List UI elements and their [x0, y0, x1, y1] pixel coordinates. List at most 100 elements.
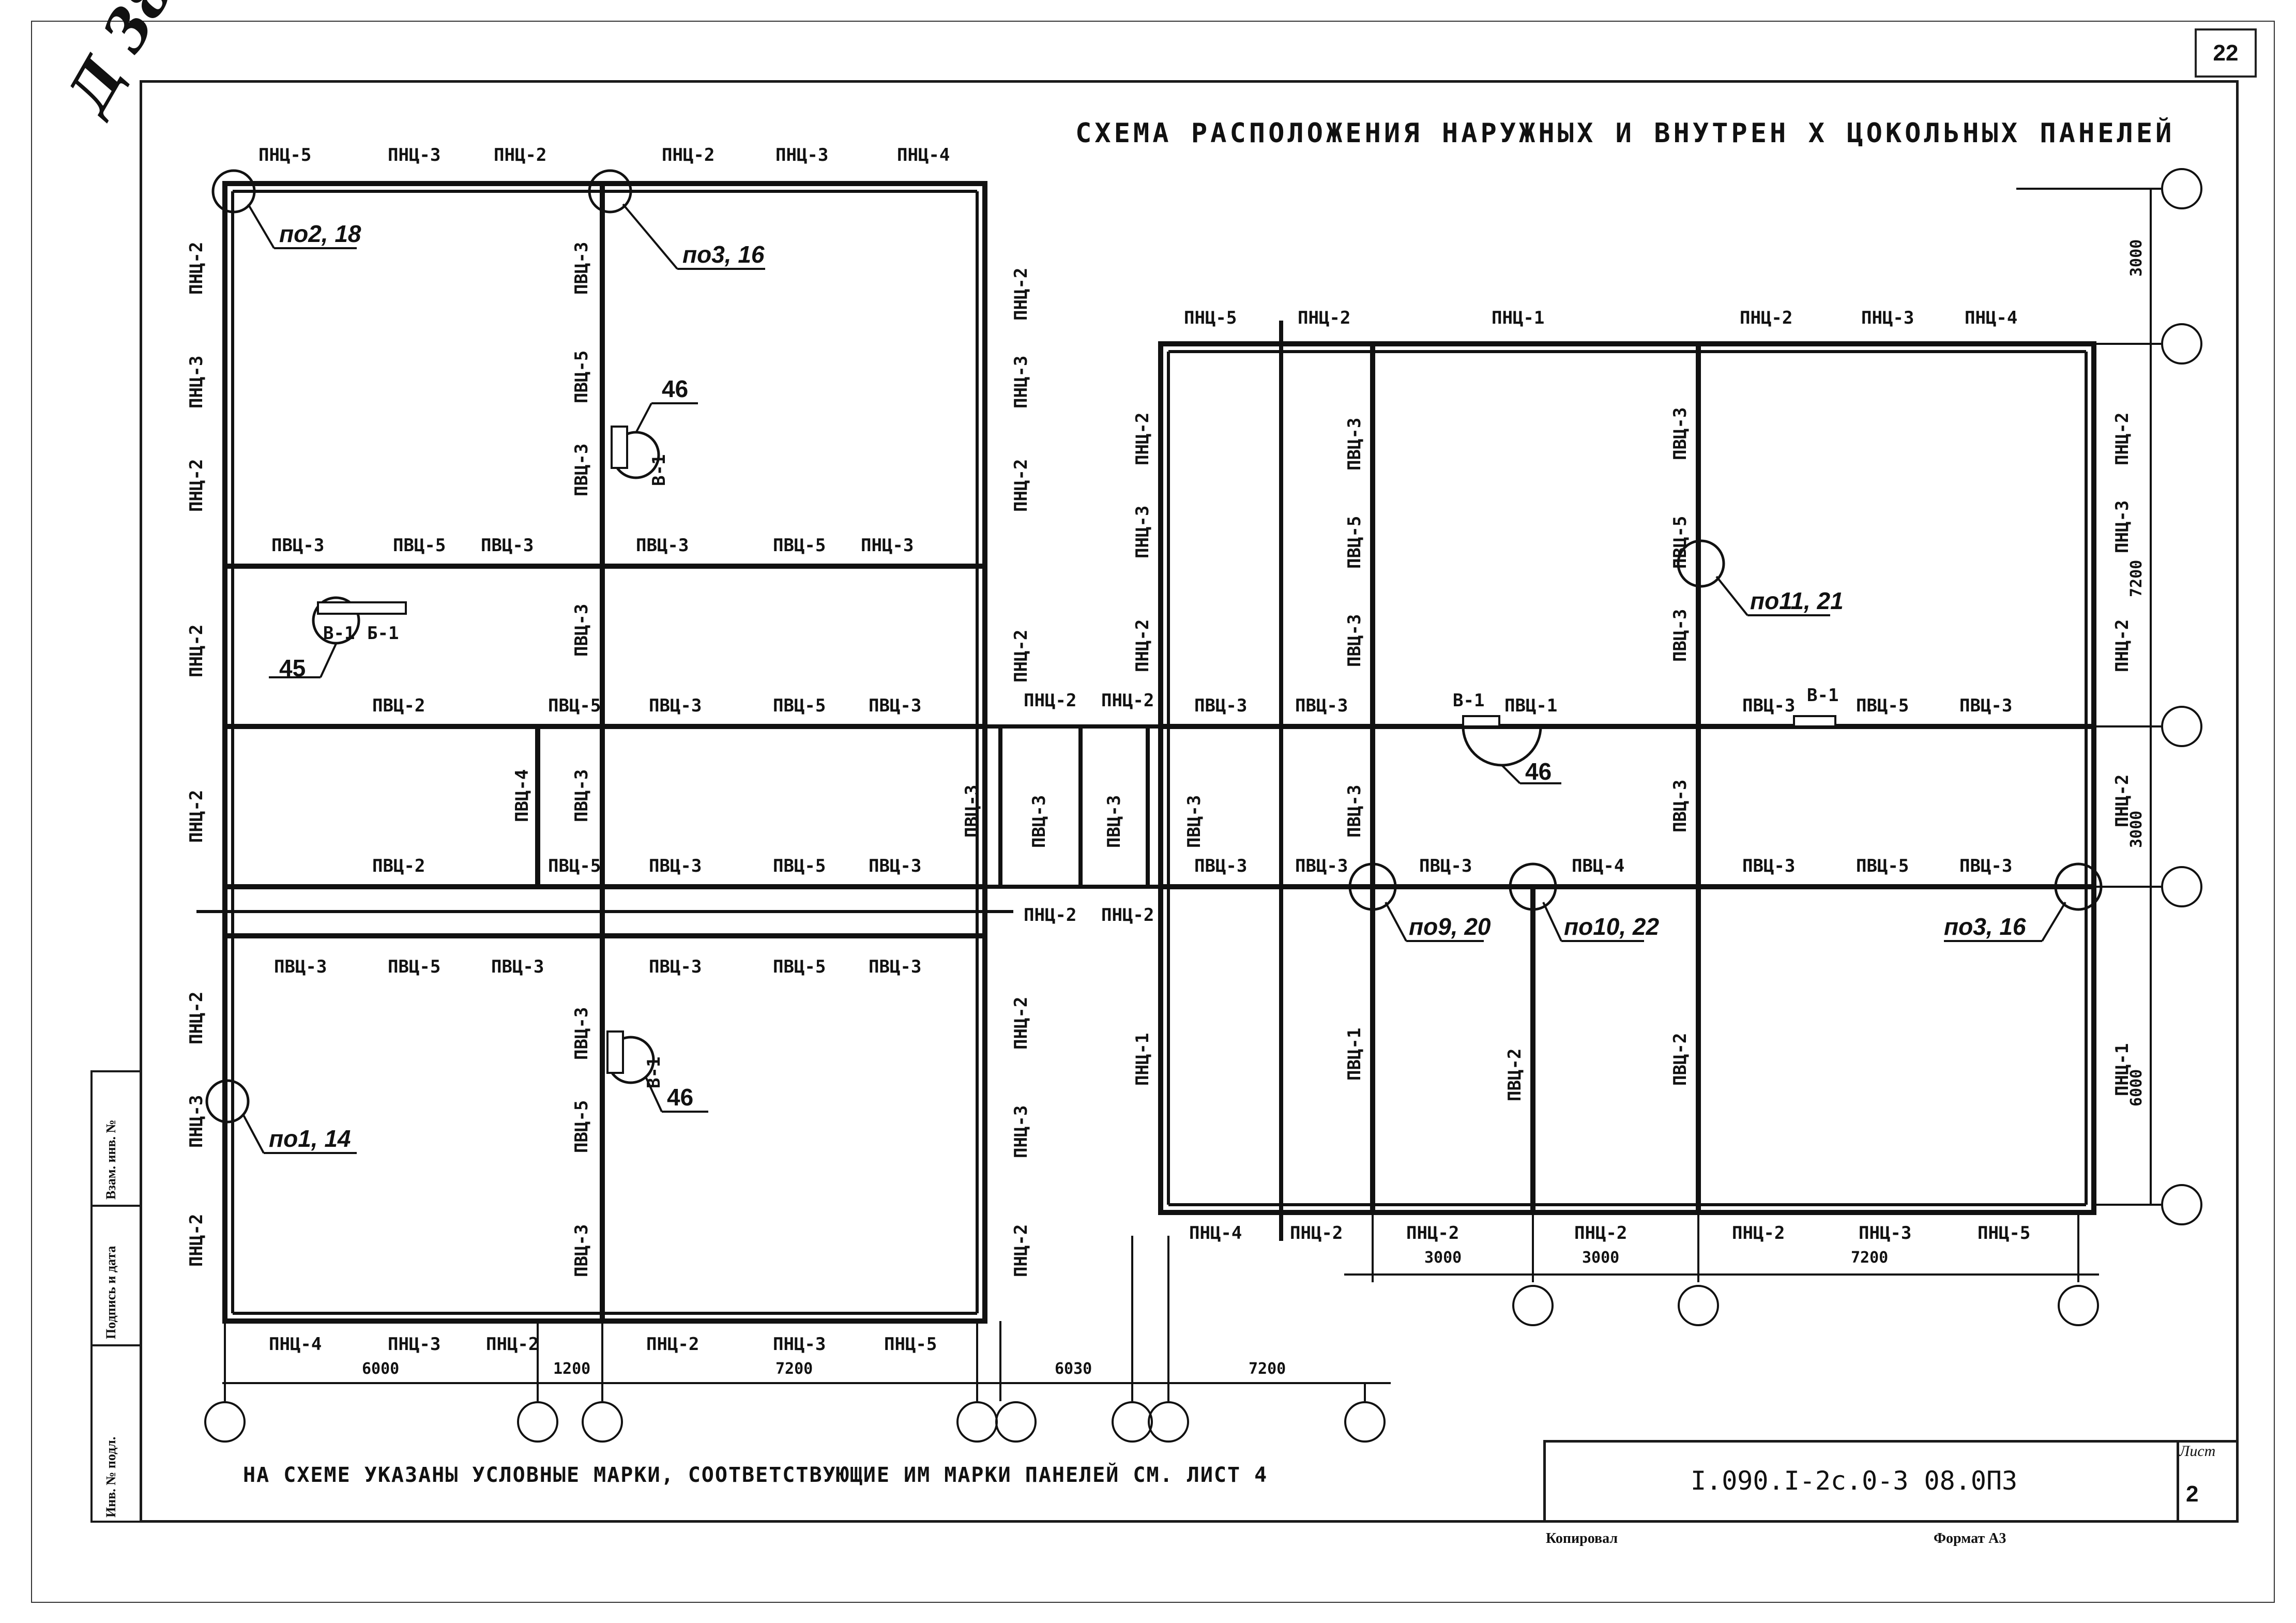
- panel-label: ПНЦ-3: [776, 145, 829, 165]
- panel-label: ПНЦ-2: [1011, 629, 1031, 682]
- panel-label: ПНЦ-4: [269, 1334, 322, 1355]
- panel-label: ПВЦ-3: [1344, 417, 1365, 471]
- panel-label: ПНЦ-2: [1298, 308, 1351, 328]
- panel-label: ПВЦ-3: [571, 443, 592, 496]
- panel-label: ПВЦ-5: [773, 695, 826, 716]
- panel-label: ПВЦ-2: [372, 695, 425, 716]
- node-callout: по2, 18: [279, 220, 361, 247]
- node-callout: по10, 22: [1564, 913, 1660, 940]
- panel-label: ПНЦ-3: [1132, 505, 1153, 558]
- detail-tags: [317, 426, 1836, 1074]
- panel-label: ПВЦ-3: [1419, 856, 1472, 876]
- sheet-number: 2: [2186, 1481, 2199, 1507]
- panel-label: ПВЦ-5: [571, 1100, 592, 1153]
- panel-label: ПВЦ-5: [1670, 515, 1691, 569]
- tag-label: В-1: [649, 454, 670, 486]
- panel-label: ПВЦ-2: [372, 856, 425, 876]
- side-strip-divider: [90, 1205, 142, 1207]
- panel-label: ПНЦ-2: [646, 1334, 700, 1355]
- panel-label: ПВЦ-3: [869, 856, 922, 876]
- right-building-inner-lines: [1167, 350, 2088, 1206]
- panel-label: ПНЦ-2: [1290, 1223, 1343, 1243]
- panel-label: ПНЦ-3: [186, 1095, 207, 1148]
- axis-markers: [204, 168, 2202, 1443]
- panel-label: ПВЦ-5: [773, 957, 826, 977]
- panel-label: ПВЦ-3: [571, 603, 592, 657]
- panel-label: ПВЦ-3: [649, 856, 702, 876]
- panel-label: ПВЦ-3: [1959, 856, 2013, 876]
- dimension: 7200: [776, 1360, 813, 1378]
- outer-trim: [31, 21, 2275, 1603]
- panel-label: ПНЦ-5: [1978, 1223, 2031, 1243]
- panel-label: ПВЦ-3: [571, 769, 592, 822]
- panel-label: ПВЦ-5: [548, 695, 601, 716]
- connecting-gallery: [985, 321, 1283, 1241]
- node-callout: по3, 16: [682, 241, 765, 268]
- panel-label: ПВЦ-5: [1344, 515, 1365, 569]
- panel-label: ПНЦ-3: [2112, 500, 2133, 553]
- panel-label: ПНЦ-2: [494, 145, 547, 165]
- panel-label: ПНЦ-2: [186, 991, 207, 1044]
- panel-label: ПВЦ-3: [1742, 856, 1796, 876]
- panel-label: ПВЦ-4: [512, 769, 533, 822]
- dimension: 3000: [2127, 239, 2146, 277]
- panel-label: ПНЦ-3: [1861, 308, 1914, 328]
- detail-number: 46: [1525, 758, 1552, 785]
- panel-label: ПНЦ-2: [186, 1214, 207, 1267]
- node-callout: по9, 20: [1409, 913, 1491, 940]
- panel-label: ПНЦ-2: [1011, 267, 1031, 321]
- panel-label: ПВЦ-3: [1344, 784, 1365, 838]
- dimension: 6000: [362, 1360, 400, 1378]
- panel-label: ПНЦ-3: [773, 1334, 826, 1355]
- panel-label: ПНЦ-2: [486, 1334, 539, 1355]
- side-strip: [90, 1070, 142, 1523]
- panel-label: ПВЦ-3: [481, 535, 534, 556]
- document-code: I.090.I-2с.0-3 08.0ПЗ: [1691, 1466, 2018, 1496]
- panel-label: ПВЦ-4: [1572, 856, 1625, 876]
- node-callout: по1, 14: [269, 1125, 351, 1152]
- tag-label: Б-1: [367, 623, 399, 644]
- panel-label: ПНЦ-3: [1011, 355, 1031, 408]
- panel-label: ПНЦ-2: [1101, 905, 1154, 926]
- panel-label: ПВЦ-3: [869, 695, 922, 716]
- panel-label: ПНЦ-2: [2112, 412, 2133, 465]
- panel-label: ПНЦ-1: [1132, 1033, 1153, 1086]
- callout-circles: [205, 169, 2103, 1124]
- panel-label: ПВЦ-5: [1856, 856, 1909, 876]
- panel-label: ПВЦ-1: [1344, 1027, 1365, 1081]
- detail-number: 45: [279, 655, 306, 681]
- dimension: 7200: [1249, 1360, 1286, 1378]
- panel-label: ПВЦ-3: [1194, 695, 1248, 716]
- panel-label: ПНЦ-2: [186, 624, 207, 677]
- panel-label: ПВЦ-3: [1029, 795, 1050, 848]
- panel-label: ПВЦ-5: [548, 856, 601, 876]
- copied-label: Копировал: [1546, 1530, 1618, 1546]
- panel-label: ПНЦ-4: [1965, 308, 2018, 328]
- tag-label: В-1: [644, 1056, 664, 1088]
- panel-label: ПНЦ-2: [2112, 619, 2133, 672]
- left-building-inner-lines: [196, 190, 1013, 1315]
- panel-label: ПНЦ-1: [1492, 308, 1545, 328]
- panel-label: ПВЦ-2: [1670, 1033, 1691, 1086]
- panel-label: ПНЦ-5: [259, 145, 312, 165]
- panel-label: ПНЦ-2: [1574, 1223, 1628, 1243]
- dimension: 1200: [553, 1360, 591, 1378]
- panel-label: ПВЦ-3: [1670, 407, 1691, 460]
- node-callout: по11, 21: [1750, 587, 1844, 614]
- panel-label: ПНЦ-2: [1740, 308, 1793, 328]
- drawing-title: СХЕМА РАСПОЛОЖЕНИЯ НАРУЖНЫХ И ВНУТРЕН Х …: [1075, 118, 2175, 149]
- panel-label: ПНЦ-3: [186, 355, 207, 408]
- panel-label: ПНЦ-3: [1011, 1105, 1031, 1158]
- panel-label: ПВЦ-2: [1504, 1048, 1525, 1101]
- panel-label: ПНЦ-5: [884, 1334, 937, 1355]
- panel-label: ПВЦ-3: [962, 784, 982, 838]
- node-callout: по3, 16: [1944, 913, 2026, 940]
- panel-label: ПНЦ-4: [1189, 1223, 1242, 1243]
- side-strip-label: Инв. № подл.: [103, 1436, 118, 1518]
- panel-label: ПВЦ-3: [1295, 695, 1348, 716]
- panel-label: ПВЦ-5: [571, 350, 592, 403]
- panel-label: ПНЦ-2: [1101, 690, 1154, 711]
- panel-label: ПНЦ-4: [897, 145, 950, 165]
- detail-number: 46: [667, 1084, 694, 1111]
